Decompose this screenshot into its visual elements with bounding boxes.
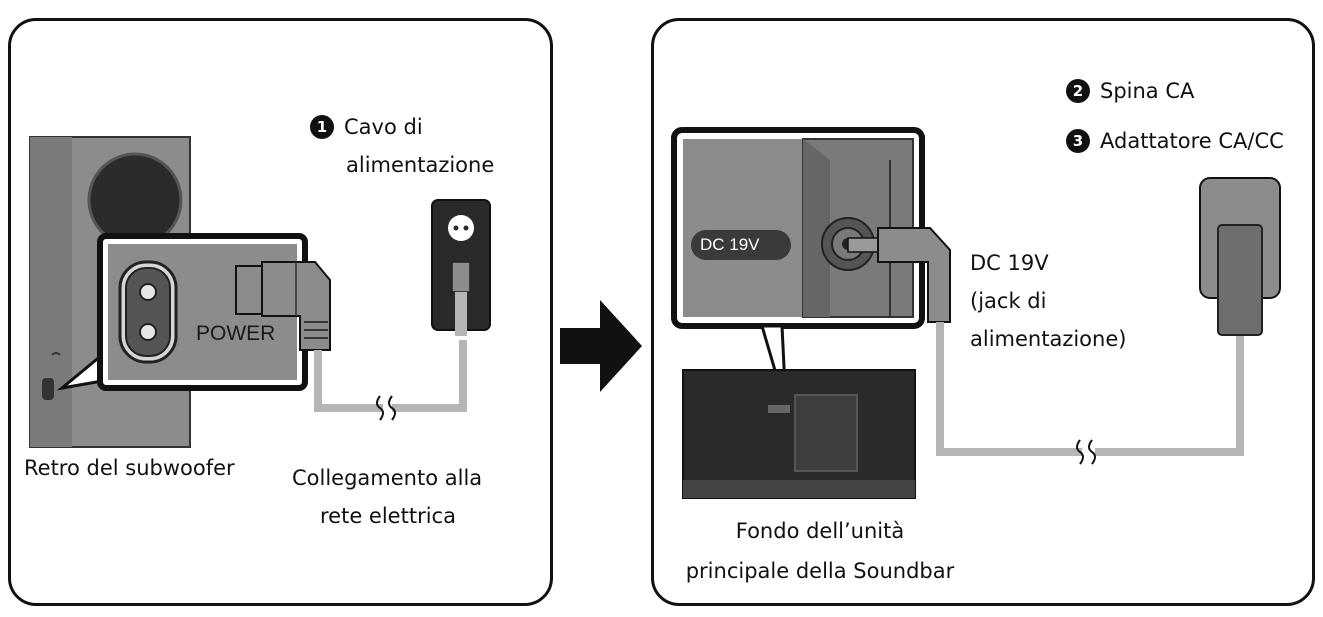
ac-dc-adapter <box>1199 177 1281 336</box>
step-number-1: 1 <box>310 115 334 139</box>
soundbar-bottom <box>682 369 916 499</box>
outlet-label-line1: Collegamento alla <box>292 466 483 490</box>
dc-jack-label-line2: (jack di <box>970 289 1047 313</box>
dc-badge: DC 19V <box>700 235 760 254</box>
arrow-right-icon <box>560 300 642 392</box>
dc-cable <box>936 322 1244 456</box>
power-port-label: POWER <box>196 322 276 345</box>
dc-jack-label-line3: alimentazione) <box>970 327 1127 351</box>
step-number-2: 2 <box>1066 79 1090 103</box>
subwoofer-back-label: Retro del subwoofer <box>24 456 235 480</box>
power-cable-plug <box>235 261 331 351</box>
dc-jack-zoom <box>671 127 925 409</box>
outlet-label-line2: rete elettrica <box>320 504 456 528</box>
soundbar-bottom-label-line1: Fondo dell’unità <box>735 519 905 543</box>
wall-outlet <box>431 199 491 336</box>
power-cable <box>314 340 467 412</box>
dc-jack-label-line1: DC 19V <box>970 251 1049 275</box>
power-cable-label-line2: alimentazione <box>346 153 495 177</box>
step-number-3: 3 <box>1066 129 1090 153</box>
soundbar-bottom-label-line2: principale della Soundbar <box>685 559 955 583</box>
